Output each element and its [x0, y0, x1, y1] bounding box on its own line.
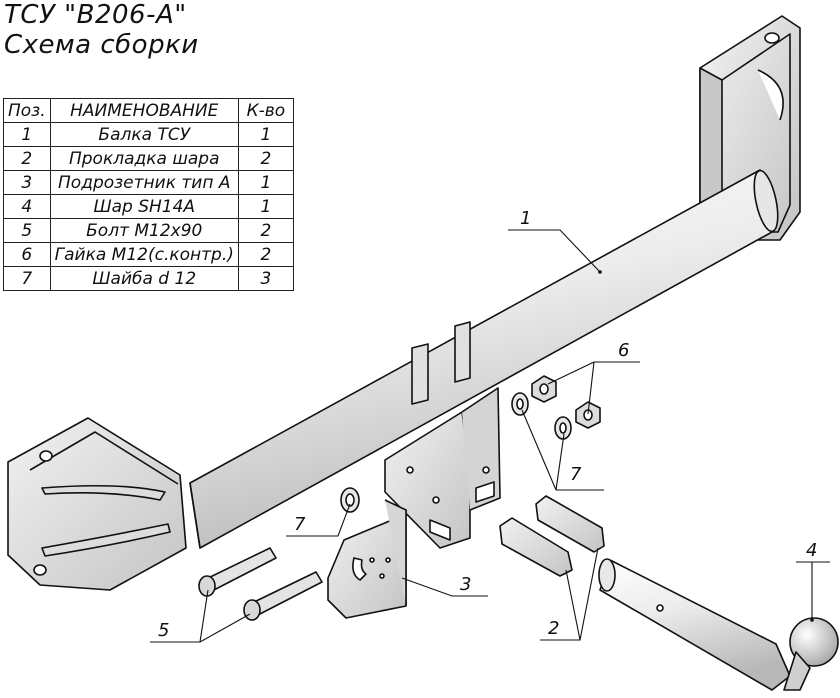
nut-lower	[575, 401, 601, 429]
spacer-lower	[499, 517, 573, 577]
row-pos: 5	[3, 218, 51, 243]
callout-2: 2	[548, 618, 559, 639]
row-qty: 1	[237, 194, 294, 219]
header-qty: К-во	[237, 98, 294, 123]
parts-table: Поз. НАИМЕНОВАНИЕ К-во 1 Балка ТСУ 1 2 П…	[3, 98, 294, 291]
row-pos: 6	[3, 242, 51, 267]
main-beam-tube	[189, 169, 779, 549]
row-name: Шайба d 12	[49, 266, 239, 291]
bolt-upper	[198, 547, 277, 597]
drawing-title: ТСУ "В206-А"	[4, 0, 187, 30]
row-pos: 7	[3, 266, 51, 291]
bolt-lower	[243, 571, 323, 621]
table-row: 1 Балка ТСУ 1	[3, 122, 294, 147]
table-row: 7 Шайба d 12 3	[3, 266, 294, 291]
washer-center	[340, 487, 360, 513]
row-name: Шар SH14A	[49, 194, 239, 219]
left-mount-bracket	[7, 417, 187, 591]
callout-4: 4	[806, 540, 817, 561]
row-name: Гайка М12(с.контр.)	[49, 242, 239, 267]
leader-lines	[150, 229, 830, 643]
callout-7-left: 7	[294, 514, 306, 535]
callout-7-right: 7	[570, 464, 582, 485]
row-name: Болт М12х90	[49, 218, 239, 243]
nut-upper	[531, 375, 557, 403]
callout-6: 6	[618, 340, 629, 361]
row-qty: 1	[237, 122, 294, 147]
leader-dot	[810, 618, 814, 622]
table-row: 6 Гайка М12(с.контр.) 2	[3, 242, 294, 267]
row-qty: 2	[237, 218, 294, 243]
callout-5: 5	[158, 620, 169, 641]
header-pos: Поз.	[3, 98, 51, 123]
row-pos: 4	[3, 194, 51, 219]
washer-lower	[554, 416, 572, 440]
table-row: 4 Шар SH14A 1	[3, 194, 294, 219]
callout-1: 1	[520, 208, 531, 229]
spacer-upper	[535, 495, 605, 553]
row-qty: 3	[237, 266, 294, 291]
center-mount-plates	[384, 321, 501, 549]
callout-3: 3	[460, 574, 471, 595]
leader-dot	[598, 270, 602, 274]
parts-table-header: Поз. НАИМЕНОВАНИЕ К-во	[3, 98, 294, 123]
washer-upper	[511, 392, 529, 416]
tow-ball-assembly	[598, 558, 839, 691]
row-qty: 2	[237, 146, 294, 171]
socket-bracket	[327, 499, 407, 619]
table-row: 5 Болт М12х90 2	[3, 218, 294, 243]
drawing-subtitle: Схема сборки	[4, 30, 199, 60]
